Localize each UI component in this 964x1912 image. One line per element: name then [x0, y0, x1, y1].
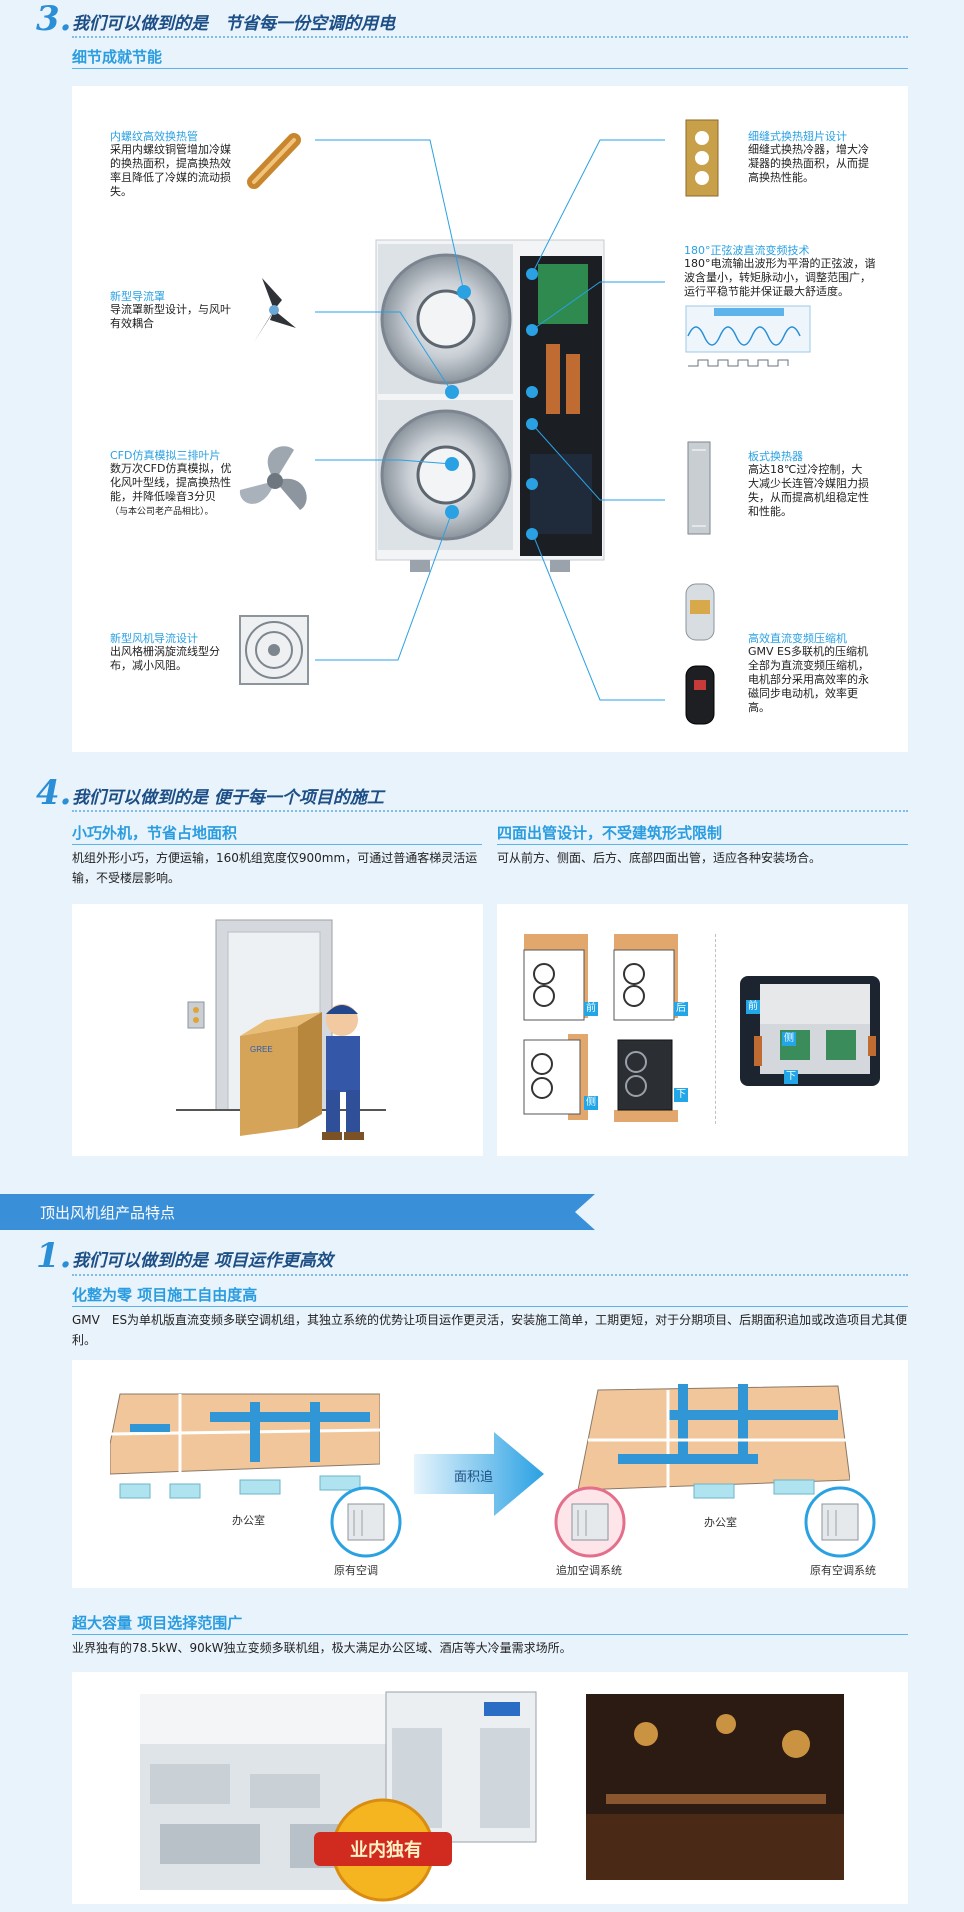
section-3-number: 3.: [36, 0, 72, 39]
pipe-tag-bottom: 下: [674, 1088, 688, 1102]
section-1-subtitle-2-line: [72, 1634, 908, 1635]
section-3-title: 我们可以做到的是 节省每一份空调的用电: [72, 14, 395, 34]
original-ac-label: 原有空调: [334, 1564, 378, 1577]
pipe-tag-back: 后: [674, 1002, 688, 1016]
section-4-right-text: 可从前方、侧面、后方、底部四面出管，适应各种安装场合。: [497, 851, 822, 865]
plate-exchanger-icon: [687, 441, 711, 535]
banner-title: 顶出风机组产品特点: [40, 1204, 176, 1222]
closeup-tag-front: 前: [746, 1000, 760, 1014]
feature-title: 高效直流变频压缩机: [748, 632, 847, 645]
feature-text: GMV ES多联机的压缩机全部为直流变频压缩机，电机部分采用高效率的永磁同步电动…: [748, 645, 869, 714]
fan-blade-icon: [239, 446, 307, 510]
feature-text: 导流罩新型设计，与风叶有效耦合: [110, 303, 231, 330]
unit-pipe-closeup: [740, 976, 880, 1086]
section-1-number: 1.: [36, 1236, 72, 1276]
heat-fin-icon: [685, 119, 719, 197]
feature-title: 180°正弦波直流变频技术: [684, 244, 810, 257]
section-3-divider: [72, 36, 908, 38]
hotel-photo: [586, 1694, 844, 1880]
elevator-worker-illustration: GREE: [176, 919, 386, 1140]
section-3-subtitle-line: [72, 68, 908, 69]
feature-text: 高达18℃过冷控制，大大减少长连管冷媒阻力损失，从而提高机组稳定性和性能。: [748, 463, 869, 518]
feature-title: 新型导流罩: [110, 290, 165, 303]
section-1-text-2: 业界独有的78.5kW、90kW独立变频多联机组，极大满足办公区域、酒店等大冷量…: [72, 1641, 572, 1655]
section-4-left-subtitle-line: [72, 844, 482, 845]
section-4-title: 我们可以做到的是 便于每一个项目的施工: [72, 788, 384, 808]
box-brand-logo: GREE: [250, 1045, 273, 1054]
closeup-tag-bottom: 下: [784, 1070, 798, 1084]
office-photo: [140, 1694, 400, 1890]
expansion-arrow-label: 面积追: [454, 1470, 494, 1485]
product-feature-banner: [0, 1194, 595, 1230]
section-1-subtitle-1-line: [72, 1306, 908, 1307]
added-system-label: 追加空调系统: [556, 1564, 622, 1577]
office-floorplan-left: [110, 1393, 380, 1499]
sine-wave-chart-icon: [685, 305, 811, 367]
compressor-icon: [685, 583, 715, 725]
pipe-tag-side: 侧: [584, 1096, 598, 1110]
original-ac-unit-left: [330, 1486, 402, 1558]
added-ac-unit: [554, 1486, 626, 1558]
feature-text: 采用内螺纹铜管增加冷媒的换热面积，提高换热效率且降低了冷媒的流动损失。: [110, 143, 231, 198]
office-label-left: 办公室: [232, 1514, 265, 1527]
feature-text: 出风格栅涡旋流线型分布，减小风阻。: [110, 645, 220, 672]
feature-text: 180°电流输出波形为平滑的正弦波，谐波含量小，转矩脉动小，调整范围广，运行平稳…: [684, 257, 876, 298]
feature-title: 新型风机导流设计: [110, 632, 198, 645]
feature-text-note: （与本公司老产品相比）。: [110, 507, 214, 517]
section-4-left-text: 机组外形小巧，方便运输，160机组宽度仅900mm，可通过普通客梯灵活运输，不受…: [72, 851, 478, 885]
section-1-subtitle-1: 化整为零 项目施工自由度高: [72, 1286, 258, 1304]
feature-title: 内螺纹高效换热管: [110, 130, 198, 143]
section-4-number: 4.: [36, 773, 72, 813]
exclusive-badge-label: 业内独有: [350, 1840, 422, 1861]
section-3-subtitle: 细节成就节能: [72, 48, 163, 66]
section-1-subtitle-2: 超大容量 项目选择范围广: [72, 1614, 243, 1632]
callout-lines: [315, 139, 665, 701]
outdoor-unit-illustration: [375, 239, 605, 572]
pipe-divider: [715, 934, 716, 1124]
section-1-divider: [72, 1274, 908, 1276]
feature-text: 数万次CFD仿真模拟，优化风叶型线，提高换热性能，并降低噪音3分贝 （与本公司老…: [110, 462, 232, 519]
office-floorplan-right: [578, 1384, 850, 1499]
exclusive-badge: [314, 1798, 452, 1902]
section-4-left-subtitle: 小巧外机，节省占地面积: [72, 824, 238, 842]
section-4-divider: [72, 810, 908, 812]
feature-title: 板式换热器: [748, 450, 803, 463]
feature-text: 细缝式换热冷器，增大冷凝器的换热面积，从而提高换热性能。: [748, 143, 869, 184]
pipe-tag-front: 前: [584, 1002, 598, 1016]
closeup-tag-side: 侧: [782, 1032, 796, 1046]
copper-tube-icon: [247, 133, 301, 189]
original-ac-unit-right: [804, 1486, 876, 1558]
feature-title: CFD仿真模拟三排叶片: [110, 449, 221, 462]
pipe-direction-illustration: [523, 934, 678, 1122]
office-label-right: 办公室: [704, 1516, 737, 1529]
feature-text-body: 数万次CFD仿真模拟，优化风叶型线，提高换热性能，并降低噪音3分贝: [110, 462, 232, 503]
section-4-right-subtitle: 四面出管设计，不受建筑形式限制: [497, 824, 723, 842]
section-1-text-1: GMV ES为单机版直流变频多联空调机组，其独立系统的优势让项目运作更灵活，安装…: [72, 1313, 908, 1347]
section-4-right-subtitle-line: [497, 844, 908, 845]
expansion-arrow: [414, 1432, 544, 1516]
section-1-title: 我们可以做到的是 项目运作更高效: [72, 1251, 333, 1271]
fan-guide-icon: [254, 278, 296, 342]
fan-grille-icon: [239, 615, 309, 685]
feature-title: 细缝式换热翅片设计: [748, 130, 847, 143]
original-system-label: 原有空调系统: [810, 1564, 876, 1577]
